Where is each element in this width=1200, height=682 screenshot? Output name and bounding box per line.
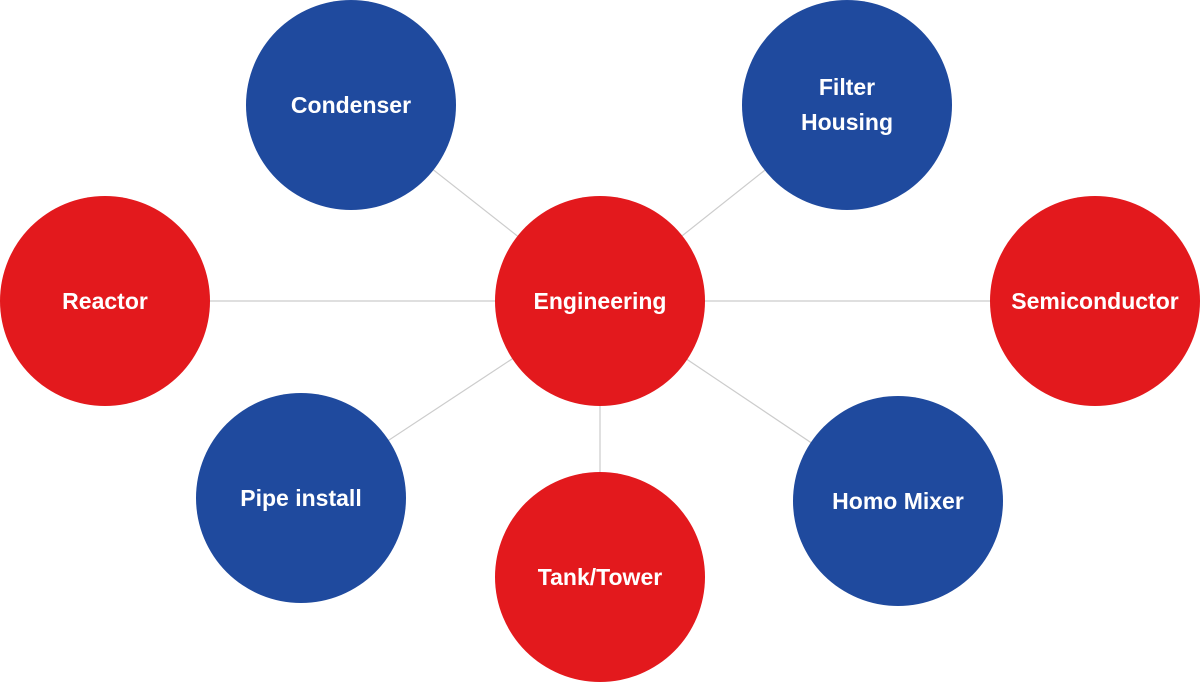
- node-label: Reactor: [62, 287, 148, 314]
- node-label: Semiconductor: [1011, 287, 1179, 314]
- node-label: Homo Mixer: [832, 487, 964, 514]
- node-filter-housing: Filter Housing: [742, 0, 952, 210]
- node-condenser: Condenser: [246, 0, 456, 210]
- node-tank-tower: Tank/Tower: [495, 472, 705, 682]
- node-label: Filter Housing: [801, 74, 893, 135]
- node-pipe-install: Pipe install: [196, 393, 406, 603]
- node-engineering-center: Engineering: [495, 196, 705, 406]
- node-label: Condenser: [290, 91, 412, 118]
- node-label: Pipe install: [240, 484, 362, 511]
- node-label: Tank/Tower: [537, 563, 663, 590]
- node-homo-mixer: Homo Mixer: [793, 396, 1003, 606]
- center-label: Engineering: [533, 287, 667, 314]
- node-reactor: Reactor: [0, 196, 210, 406]
- node-semiconductor: Semiconductor: [990, 196, 1200, 406]
